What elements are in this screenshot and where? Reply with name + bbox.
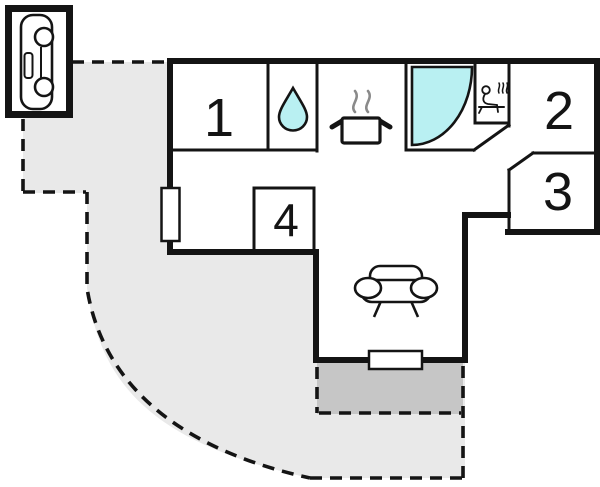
sofa-icon (353, 264, 439, 318)
room-3-label: 3 (543, 162, 573, 222)
sauna-icon (478, 82, 509, 114)
carport (5, 5, 73, 118)
steam-icon (352, 89, 371, 114)
room-2-label: 2 (544, 81, 574, 141)
water-drop-icon (277, 85, 309, 132)
door-icon (367, 349, 424, 371)
shower-icon (410, 65, 474, 147)
terrace-area (317, 363, 463, 414)
outer-walls (167, 58, 600, 363)
plot-boundary-dashed (21, 60, 465, 480)
cooking-pot-icon (329, 116, 393, 145)
room-4-label: 4 (273, 194, 299, 246)
room-1-label: 1 (204, 88, 234, 148)
house-footprint (167, 58, 600, 363)
car-icon (19, 13, 55, 111)
window-icon (160, 186, 181, 243)
interior-walls (168, 59, 599, 254)
